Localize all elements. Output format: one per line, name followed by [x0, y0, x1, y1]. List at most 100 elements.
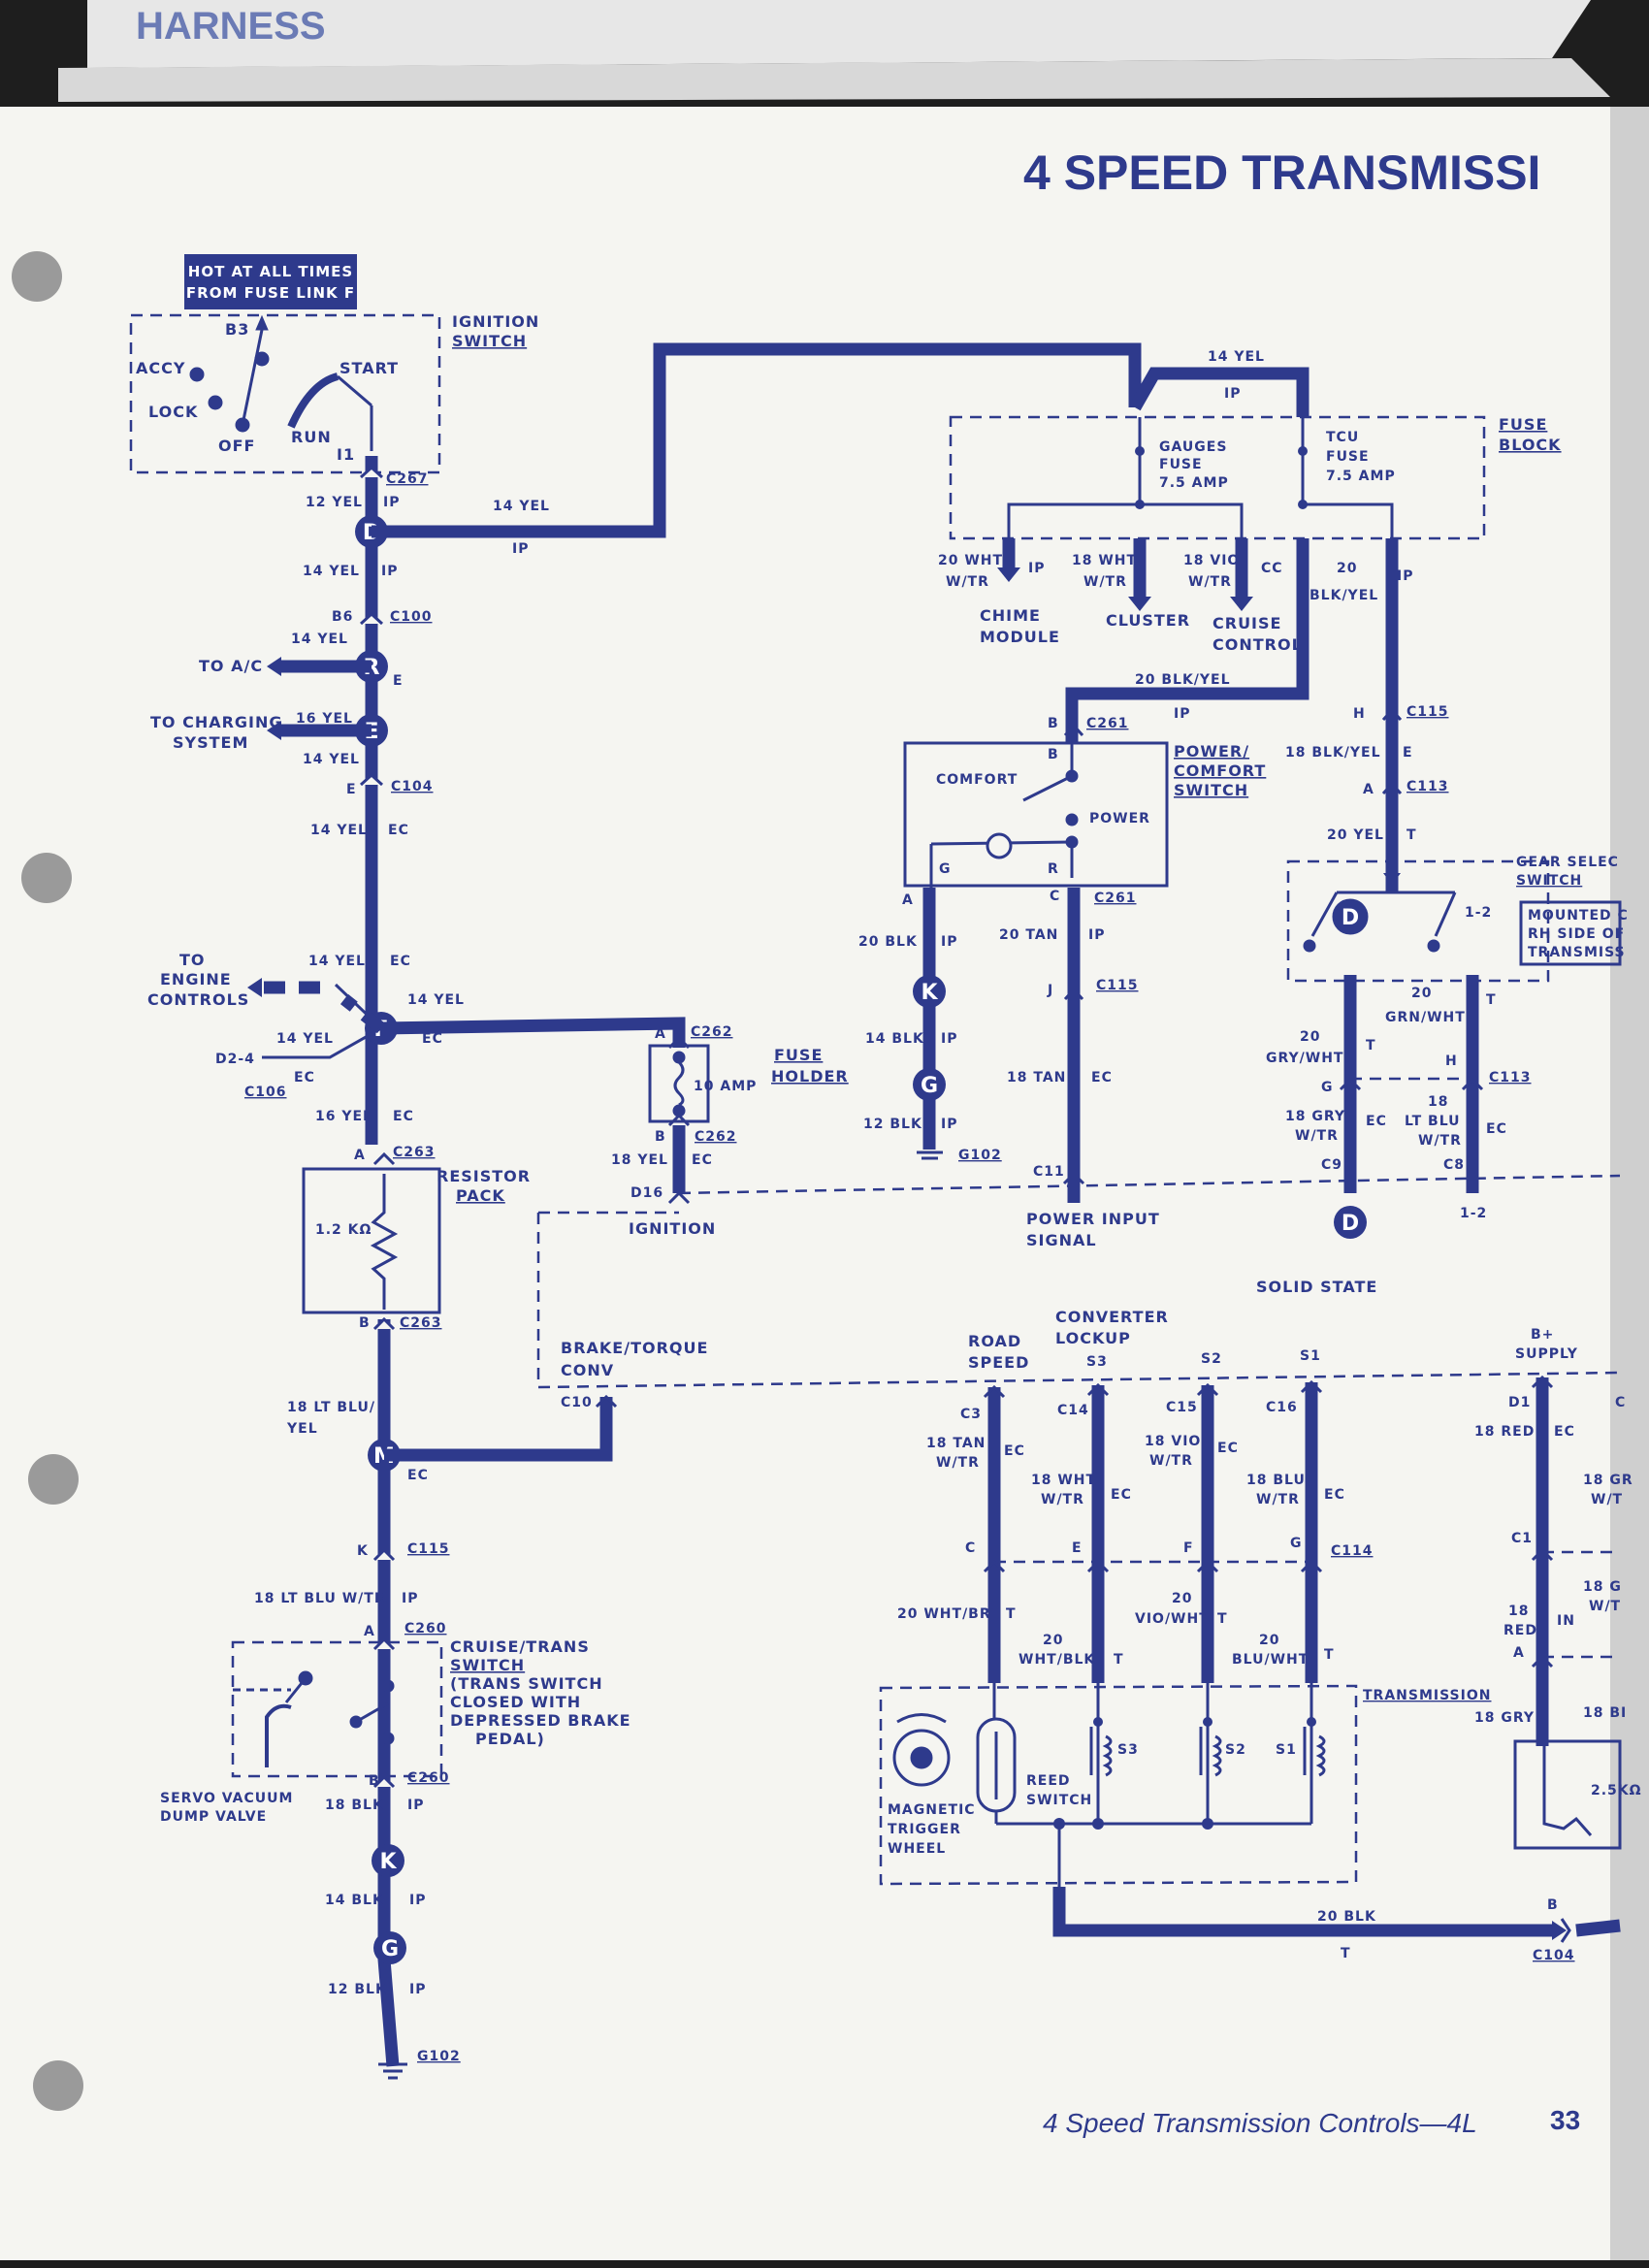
svg-text:S2: S2	[1225, 1742, 1246, 1758]
svg-text:G: G	[939, 861, 952, 877]
right-column-wiring	[1343, 708, 1479, 1193]
svg-text:C100: C100	[390, 609, 433, 625]
svg-text:IP: IP	[941, 1031, 957, 1047]
svg-text:14 YEL: 14 YEL	[310, 823, 368, 838]
svg-text:A: A	[1513, 1645, 1525, 1661]
ignition-run: RUN	[291, 428, 332, 446]
top-wire-labels: 14 YEL IP 14 YEL IP	[493, 349, 1264, 557]
svg-text:18 TAN: 18 TAN	[1007, 1070, 1066, 1085]
svg-text:20 BLK: 20 BLK	[858, 934, 918, 950]
cruise-trans-title2: SWITCH	[450, 1656, 525, 1674]
svg-text:14 YEL: 14 YEL	[303, 564, 360, 579]
svg-text:C113: C113	[1489, 1070, 1532, 1085]
svg-text:D1: D1	[1508, 1395, 1531, 1410]
cruise-label2: CONTROL	[1212, 635, 1303, 654]
power-source-box	[184, 254, 357, 309]
power-comfort-title3: SWITCH	[1174, 781, 1248, 799]
svg-text:C: C	[1615, 1395, 1626, 1410]
svg-text:T: T	[1341, 1946, 1351, 1961]
svg-text:18 WHT: 18 WHT	[1031, 1473, 1096, 1488]
svg-text:12 BLK: 12 BLK	[863, 1117, 922, 1132]
page-edge	[1610, 107, 1649, 2260]
splice-g-left: G	[373, 1931, 406, 1964]
tcu-output-wires	[599, 1377, 1549, 1707]
svg-text:W/TR: W/TR	[1149, 1453, 1193, 1469]
cruise-trans-switch-box	[231, 1640, 443, 1778]
svg-text:C115: C115	[407, 1541, 450, 1557]
svg-text:20 BLK: 20 BLK	[1317, 1909, 1376, 1925]
svg-text:E: E	[1072, 1540, 1083, 1556]
svg-text:B: B	[1547, 1897, 1559, 1913]
transmission-labels: S3 S2 S1	[1117, 1742, 1296, 1758]
svg-text:E: E	[1403, 745, 1413, 761]
tcu-converter2: LOCKUP	[1055, 1329, 1131, 1347]
svg-text:EC: EC	[388, 823, 409, 838]
ignition-switch-title: IGNITION	[452, 312, 539, 331]
fuse-holder-title2: HOLDER	[771, 1067, 849, 1085]
svg-text:G: G	[921, 1074, 938, 1098]
tcu-fuse-3: 7.5 AMP	[1326, 469, 1396, 484]
resistor-value: 1.2 KΩ	[315, 1222, 372, 1238]
svg-text:C14: C14	[1057, 1403, 1089, 1418]
splice-k-right: K	[913, 975, 946, 1008]
right-resistor-value: 2.5KΩ	[1591, 1783, 1642, 1798]
gear-select-d: D	[1342, 906, 1359, 930]
svg-text:C261: C261	[1094, 891, 1137, 906]
svg-text:VIO/WHT: VIO/WHT	[1135, 1611, 1210, 1627]
power-comfort-title: POWER/	[1174, 742, 1249, 761]
ignition-switch-contacts	[189, 314, 373, 451]
ignition-lock: LOCK	[148, 403, 198, 421]
svg-text:K: K	[379, 1850, 397, 1874]
svg-text:K: K	[357, 1543, 369, 1559]
transmission-internals	[892, 1683, 1326, 1887]
tcu-solid-state: SOLID STATE	[1256, 1278, 1377, 1296]
svg-text:C260: C260	[404, 1621, 447, 1636]
svg-text:C261: C261	[1086, 716, 1129, 731]
svg-text:C1: C1	[1511, 1531, 1533, 1546]
page-number: 33	[1550, 2105, 1580, 2135]
svg-text:C267: C267	[386, 471, 429, 487]
chime-label: CHIME	[980, 606, 1041, 625]
power-comfort-wires	[922, 888, 1081, 1203]
svg-text:W/TR: W/TR	[1188, 574, 1232, 590]
svg-text:IP: IP	[381, 564, 398, 579]
tcu-power-input2: SIGNAL	[1026, 1231, 1097, 1249]
svg-text:F: F	[1183, 1540, 1194, 1556]
svg-text:14 YEL: 14 YEL	[407, 992, 465, 1008]
gear-select-note-box	[1519, 900, 1622, 966]
binder-holes	[12, 251, 83, 2111]
svg-text:C115: C115	[1406, 704, 1449, 720]
svg-text:20: 20	[1411, 986, 1432, 1001]
svg-text:C: C	[965, 1540, 976, 1556]
svg-text:T: T	[1114, 1652, 1124, 1668]
splice-d-right: D	[1334, 1206, 1367, 1239]
svg-text:18 GRY: 18 GRY	[1474, 1710, 1535, 1726]
svg-text:WHT/BLK: WHT/BLK	[1018, 1652, 1095, 1668]
svg-text:IN: IN	[1557, 1613, 1575, 1629]
svg-text:IP: IP	[1397, 568, 1413, 584]
svg-text:12 BLK: 12 BLK	[328, 1982, 387, 1997]
svg-text:20 YEL: 20 YEL	[1327, 827, 1384, 843]
svg-text:C104: C104	[1533, 1948, 1575, 1963]
svg-text:B: B	[655, 1129, 666, 1145]
svg-text:R: R	[1048, 861, 1059, 877]
power-source-line1: HOT AT ALL TIMES	[188, 263, 353, 280]
ignition-i1: I1	[337, 445, 355, 464]
svg-text:C113: C113	[1406, 779, 1449, 794]
gauges-fuse-1: GAUGES	[1159, 439, 1227, 455]
svg-text:B: B	[1048, 716, 1059, 731]
svg-text:18 WHT: 18 WHT	[1072, 553, 1137, 568]
svg-text:IP: IP	[941, 1117, 957, 1132]
svg-text:T: T	[1006, 1606, 1017, 1622]
svg-text:14 YEL: 14 YEL	[308, 954, 366, 969]
gear-select-switch-box	[1286, 859, 1550, 983]
svg-text:IP: IP	[1088, 927, 1105, 943]
svg-text:W/TR: W/TR	[1418, 1133, 1462, 1149]
tcu-fuse-2: FUSE	[1326, 449, 1370, 465]
svg-text:GRN/WHT: GRN/WHT	[1385, 1010, 1466, 1025]
svg-text:18 GRY: 18 GRY	[1285, 1109, 1345, 1124]
cruise-trans-note3: DEPRESSED BRAKE	[450, 1711, 631, 1730]
svg-text:EC: EC	[390, 954, 411, 969]
svg-text:14 YEL: 14 YEL	[493, 499, 550, 514]
